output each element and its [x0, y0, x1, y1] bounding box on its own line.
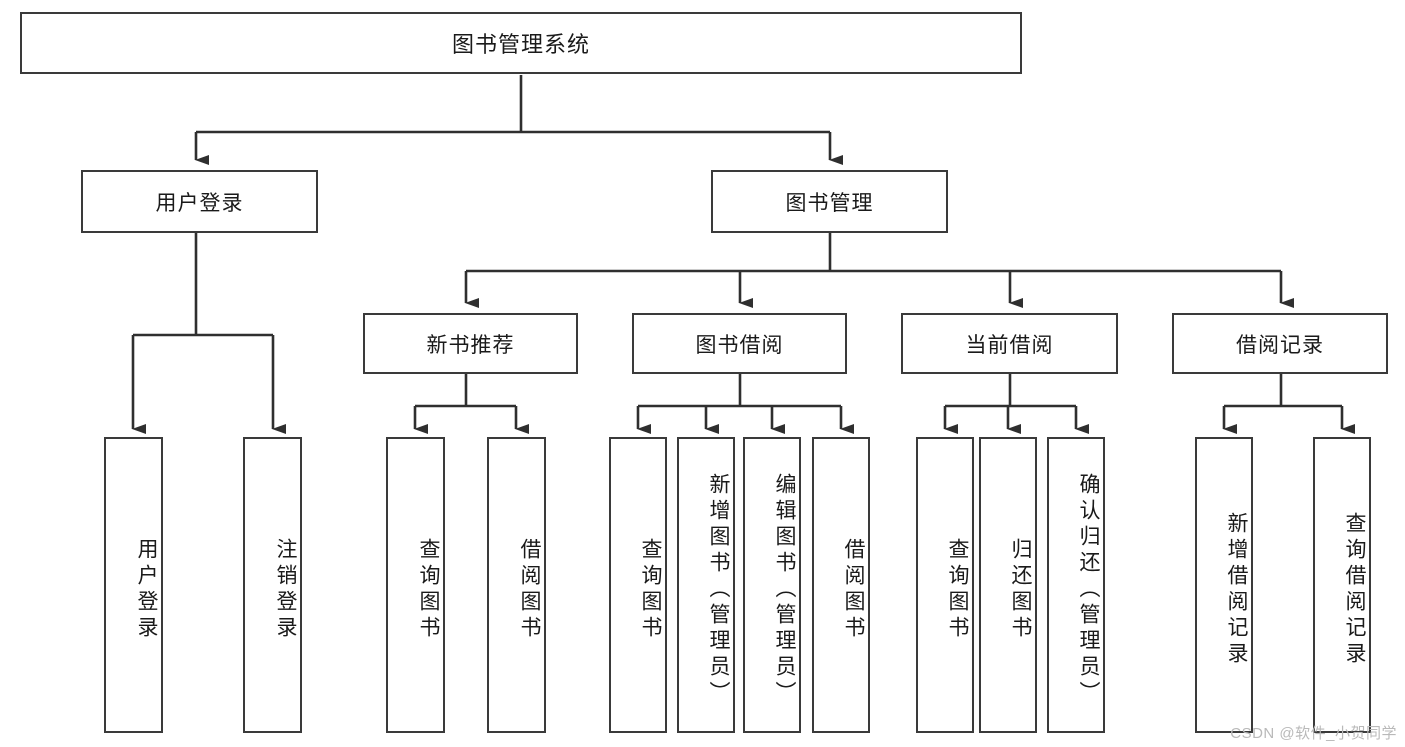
leaf-user-login-login[interactable]: 用户登录	[104, 437, 163, 733]
node-label: 编辑图书（管理员）	[773, 473, 796, 707]
leaf-current-borrow-confirm[interactable]: 确认归还（管理员）	[1047, 437, 1105, 733]
node-label: 查询图书	[946, 538, 969, 642]
leaf-new-book-query[interactable]: 查询图书	[386, 437, 445, 733]
node-label: 图书管理	[785, 191, 874, 215]
node-label: 当前借阅	[965, 333, 1054, 357]
node-root[interactable]: 图书管理系统	[20, 12, 1022, 74]
leaf-book-borrow-add[interactable]: 新增图书（管理员）	[677, 437, 735, 733]
leaf-new-book-borrow[interactable]: 借阅图书	[487, 437, 546, 733]
watermark-text: CSDN @软件_小贺同学	[1230, 725, 1397, 742]
node-label: 图书借阅	[695, 333, 784, 357]
node-label: 借阅图书	[518, 538, 541, 642]
leaf-book-borrow-query[interactable]: 查询图书	[609, 437, 667, 733]
node-new-book-recommend[interactable]: 新书推荐	[363, 313, 578, 374]
leaf-book-borrow-borrow[interactable]: 借阅图书	[812, 437, 870, 733]
node-label: 借阅图书	[842, 538, 865, 642]
node-borrow-record[interactable]: 借阅记录	[1172, 313, 1388, 374]
node-label: 查询图书	[417, 538, 440, 642]
leaf-book-borrow-edit[interactable]: 编辑图书（管理员）	[743, 437, 801, 733]
node-label: 新增借阅记录	[1225, 512, 1248, 668]
leaf-borrow-record-query[interactable]: 查询借阅记录	[1313, 437, 1371, 733]
leaf-current-borrow-return[interactable]: 归还图书	[979, 437, 1037, 733]
node-user-login[interactable]: 用户登录	[81, 170, 318, 233]
node-book-borrow[interactable]: 图书借阅	[632, 313, 847, 374]
node-label: 查询图书	[639, 538, 662, 642]
node-label: 图书管理系统	[451, 32, 590, 57]
node-book-management[interactable]: 图书管理	[711, 170, 948, 233]
node-label: 新书推荐	[426, 333, 515, 357]
node-label: 注销登录	[274, 538, 297, 642]
node-label: 借阅记录	[1236, 333, 1324, 357]
leaf-user-login-logout[interactable]: 注销登录	[243, 437, 302, 733]
leaf-current-borrow-query[interactable]: 查询图书	[916, 437, 974, 733]
node-label: 用户登录	[135, 538, 158, 642]
leaf-borrow-record-add[interactable]: 新增借阅记录	[1195, 437, 1253, 733]
node-label: 新增图书（管理员）	[707, 473, 730, 707]
node-label: 归还图书	[1009, 538, 1032, 642]
node-label: 确认归还（管理员）	[1077, 473, 1100, 707]
node-label: 查询借阅记录	[1343, 512, 1366, 668]
node-label: 用户登录	[155, 191, 244, 215]
node-current-borrow[interactable]: 当前借阅	[901, 313, 1118, 374]
